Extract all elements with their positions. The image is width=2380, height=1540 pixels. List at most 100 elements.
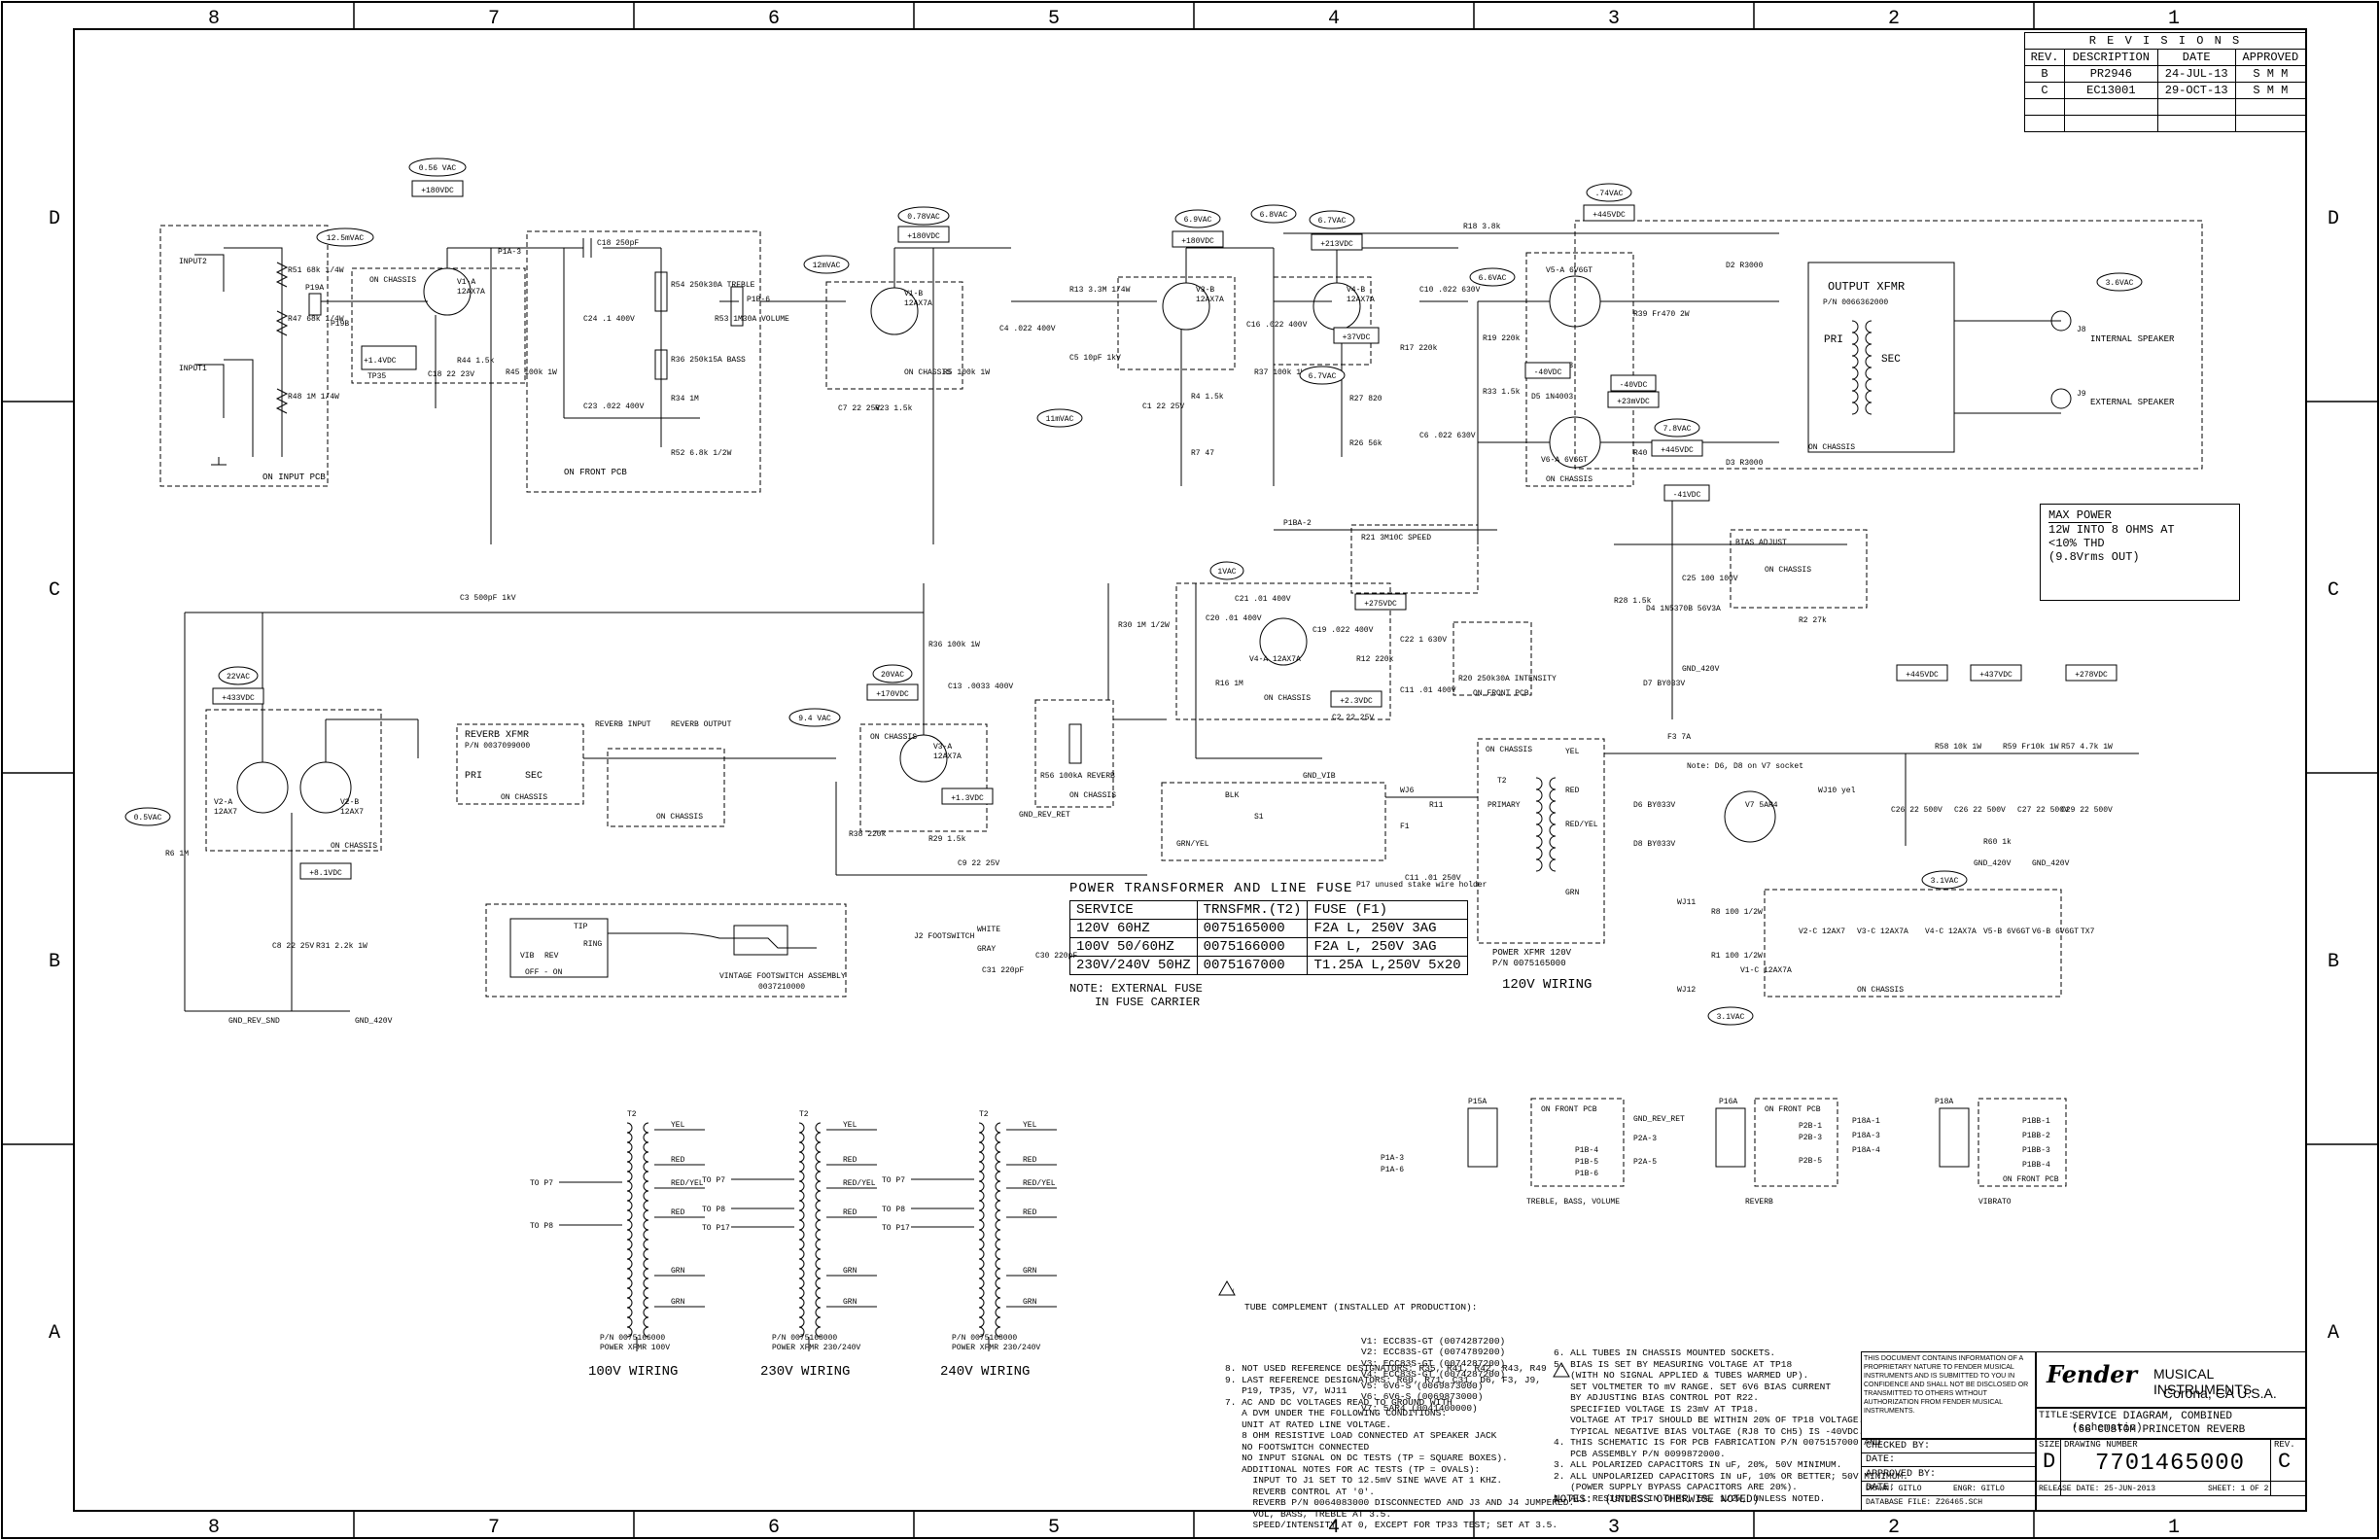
svg-text:R11: R11 <box>1429 801 1444 810</box>
svg-text:ON CHASSIS: ON CHASSIS <box>656 813 703 822</box>
svg-text:V4-B: V4-B <box>1347 286 1365 295</box>
svg-text:T2: T2 <box>627 1110 637 1119</box>
svg-text:V3-B: V3-B <box>1196 286 1214 295</box>
size-value: D <box>2043 1450 2056 1474</box>
svg-text:R31 2.2k 1W: R31 2.2k 1W <box>316 942 368 951</box>
svg-text:12AX7A: 12AX7A <box>933 752 962 761</box>
svg-text:RED: RED <box>1023 1156 1037 1165</box>
test-point: 3.6VAC <box>2096 272 2143 292</box>
svg-text:C6 .022 630V: C6 .022 630V <box>1419 432 1476 440</box>
test-point: +23mVDC <box>1607 391 1660 408</box>
svg-text:R26 56k: R26 56k <box>1349 439 1382 448</box>
power-amp: R18 3.8k V5-A 6V6GT V6-A 6V6GT ON CHASSI… <box>1283 223 1779 544</box>
svg-text:GRN: GRN <box>1565 889 1580 897</box>
svg-text:V4-C 12AX7A: V4-C 12AX7A <box>1925 928 1977 936</box>
zone-col-label: 8 <box>208 1517 220 1539</box>
svg-text:R2 27k: R2 27k <box>1799 616 1827 625</box>
zone-col-label: 7 <box>488 1517 500 1539</box>
svg-text:TX7: TX7 <box>2081 928 2095 936</box>
svg-text:RED/YEL: RED/YEL <box>1023 1179 1056 1188</box>
test-point: +278VDC <box>2065 664 2118 682</box>
zone-col-label: 1 <box>2168 1517 2180 1539</box>
svg-text:ON CHASSIS: ON CHASSIS <box>1069 791 1116 800</box>
svg-text:TO P7: TO P7 <box>882 1176 905 1185</box>
svg-text:R39 Fr470 2W: R39 Fr470 2W <box>1633 310 1690 319</box>
svg-text:ON FRONT PCB: ON FRONT PCB <box>1473 689 1529 698</box>
svg-text:C3 500pF 1kV: C3 500pF 1kV <box>460 594 516 603</box>
test-point-label: +1.3VDC <box>951 794 984 803</box>
svg-text:GND_VIB: GND_VIB <box>1303 772 1336 781</box>
power-transformer-table: SERVICE TRNSFMR.(T2) FUSE (F1) 120V 60HZ… <box>1069 900 1468 975</box>
svg-text:P18A-4: P18A-4 <box>1852 1146 1880 1155</box>
svg-text:120V WIRING: 120V WIRING <box>1502 977 1592 993</box>
svg-text:ON FRONT PCB: ON FRONT PCB <box>1541 1105 1597 1114</box>
svg-text:GRN: GRN <box>671 1267 685 1276</box>
test-point-label: 12mVAC <box>813 262 841 270</box>
svg-text:RED: RED <box>671 1156 685 1165</box>
test-point-label: 3.1VAC <box>1717 1013 1745 1022</box>
zone-row-label: C <box>49 579 60 602</box>
svg-text:TO P8: TO P8 <box>882 1206 905 1214</box>
svg-text:P18A-3: P18A-3 <box>1852 1132 1880 1140</box>
svg-text:R12 220k: R12 220k <box>1356 655 1394 664</box>
zone-col-label: 3 <box>1608 1517 1620 1539</box>
pt-row: 230V/240V 50HZ 0075167000 T1.25A L,250V … <box>1069 956 1468 975</box>
svg-text:SEC: SEC <box>525 771 542 782</box>
svg-text:0037210000: 0037210000 <box>758 983 805 992</box>
svg-text:RED: RED <box>1023 1208 1037 1217</box>
svg-text:R17 220k: R17 220k <box>1400 344 1438 353</box>
svg-text:C19 .022 400V: C19 .022 400V <box>1312 626 1374 635</box>
test-point: +437VDC <box>1970 664 2022 682</box>
svg-text:12AX7A: 12AX7A <box>904 299 932 308</box>
svg-text:P2A-5: P2A-5 <box>1633 1158 1657 1167</box>
svg-text:C1 22 25V: C1 22 25V <box>1142 402 1184 411</box>
test-point: 6.8VAC <box>1250 204 1297 224</box>
svg-text:R29 1.5k: R29 1.5k <box>928 835 966 844</box>
svg-text:RED/YEL: RED/YEL <box>1565 821 1598 829</box>
company-location: Corona, CA U.S.A. <box>2163 1385 2277 1401</box>
test-point: +170VDC <box>866 683 919 701</box>
svg-text:P/N 0075165000: P/N 0075165000 <box>1492 959 1566 968</box>
svg-text:TREBLE, BASS, VOLUME: TREBLE, BASS, VOLUME <box>1526 1198 1620 1207</box>
svg-text:R37 100k 1W: R37 100k 1W <box>1254 368 1306 377</box>
test-point-label: -40VDC <box>1534 368 1562 377</box>
svg-text:TO P17: TO P17 <box>702 1224 730 1233</box>
test-point-label: +445VDC <box>1661 446 1694 455</box>
max-power-box: MAX POWER 12W INTO 8 OHMS AT <10% THD (9… <box>2040 504 2240 601</box>
svg-text:R51 68k 1/4W: R51 68k 1/4W <box>288 266 344 275</box>
svg-text:C18 22 23V: C18 22 23V <box>428 370 474 379</box>
svg-text:R28 1.5k: R28 1.5k <box>1614 597 1652 606</box>
test-point-label: +278VDC <box>2075 671 2108 680</box>
title-label: TITLE: <box>2039 1411 2075 1421</box>
svg-text:RED/YEL: RED/YEL <box>843 1179 876 1188</box>
approved-date: DATE: <box>1866 1483 1896 1493</box>
test-point: 6.7VAC <box>1309 210 1355 229</box>
svg-text:J8: J8 <box>2077 326 2086 334</box>
warning-icon <box>1218 1279 1236 1296</box>
zone-col-label: 4 <box>1328 8 1340 30</box>
revisions-table: R E V I S I O N S REV. DESCRIPTION DATE … <box>2024 32 2307 132</box>
test-point-label: +180VDC <box>1181 237 1214 246</box>
test-point: +445VDC <box>1896 664 1948 682</box>
svg-text:D4 1N5370B 56V3A: D4 1N5370B 56V3A <box>1646 605 1721 613</box>
zone-col-label: 1 <box>2168 8 2180 30</box>
test-point-label: +445VDC <box>1906 671 1939 680</box>
max-power-line: (9.8Vrms OUT) <box>2048 550 2140 564</box>
svg-text:BLK: BLK <box>1225 791 1240 800</box>
svg-text:WJ12: WJ12 <box>1677 986 1696 995</box>
svg-text:T2: T2 <box>799 1110 809 1119</box>
svg-text:C23 .022 400V: C23 .022 400V <box>583 402 645 411</box>
test-point-label: 1VAC <box>1217 568 1236 577</box>
input-pcb-block: ON INPUT PCB INPUT2 INPUT1 R51 68k 1/4W … <box>159 225 349 487</box>
svg-text:TO P8: TO P8 <box>702 1206 725 1214</box>
svg-text:ON CHASSIS: ON CHASSIS <box>1264 694 1311 703</box>
svg-text:C11 .01 400V: C11 .01 400V <box>1400 686 1456 695</box>
svg-text:INPUT2: INPUT2 <box>179 258 207 266</box>
svg-text:OFF - ON: OFF - ON <box>525 968 563 977</box>
svg-text:P/N 0075166000: P/N 0075166000 <box>600 1334 665 1343</box>
svg-text:C22 1 630V: C22 1 630V <box>1400 636 1447 645</box>
svg-text:ON FRONT PCB: ON FRONT PCB <box>2003 1175 2059 1184</box>
svg-text:P19B: P19B <box>331 320 349 329</box>
wiring-label: 100V WIRING <box>588 1364 678 1380</box>
